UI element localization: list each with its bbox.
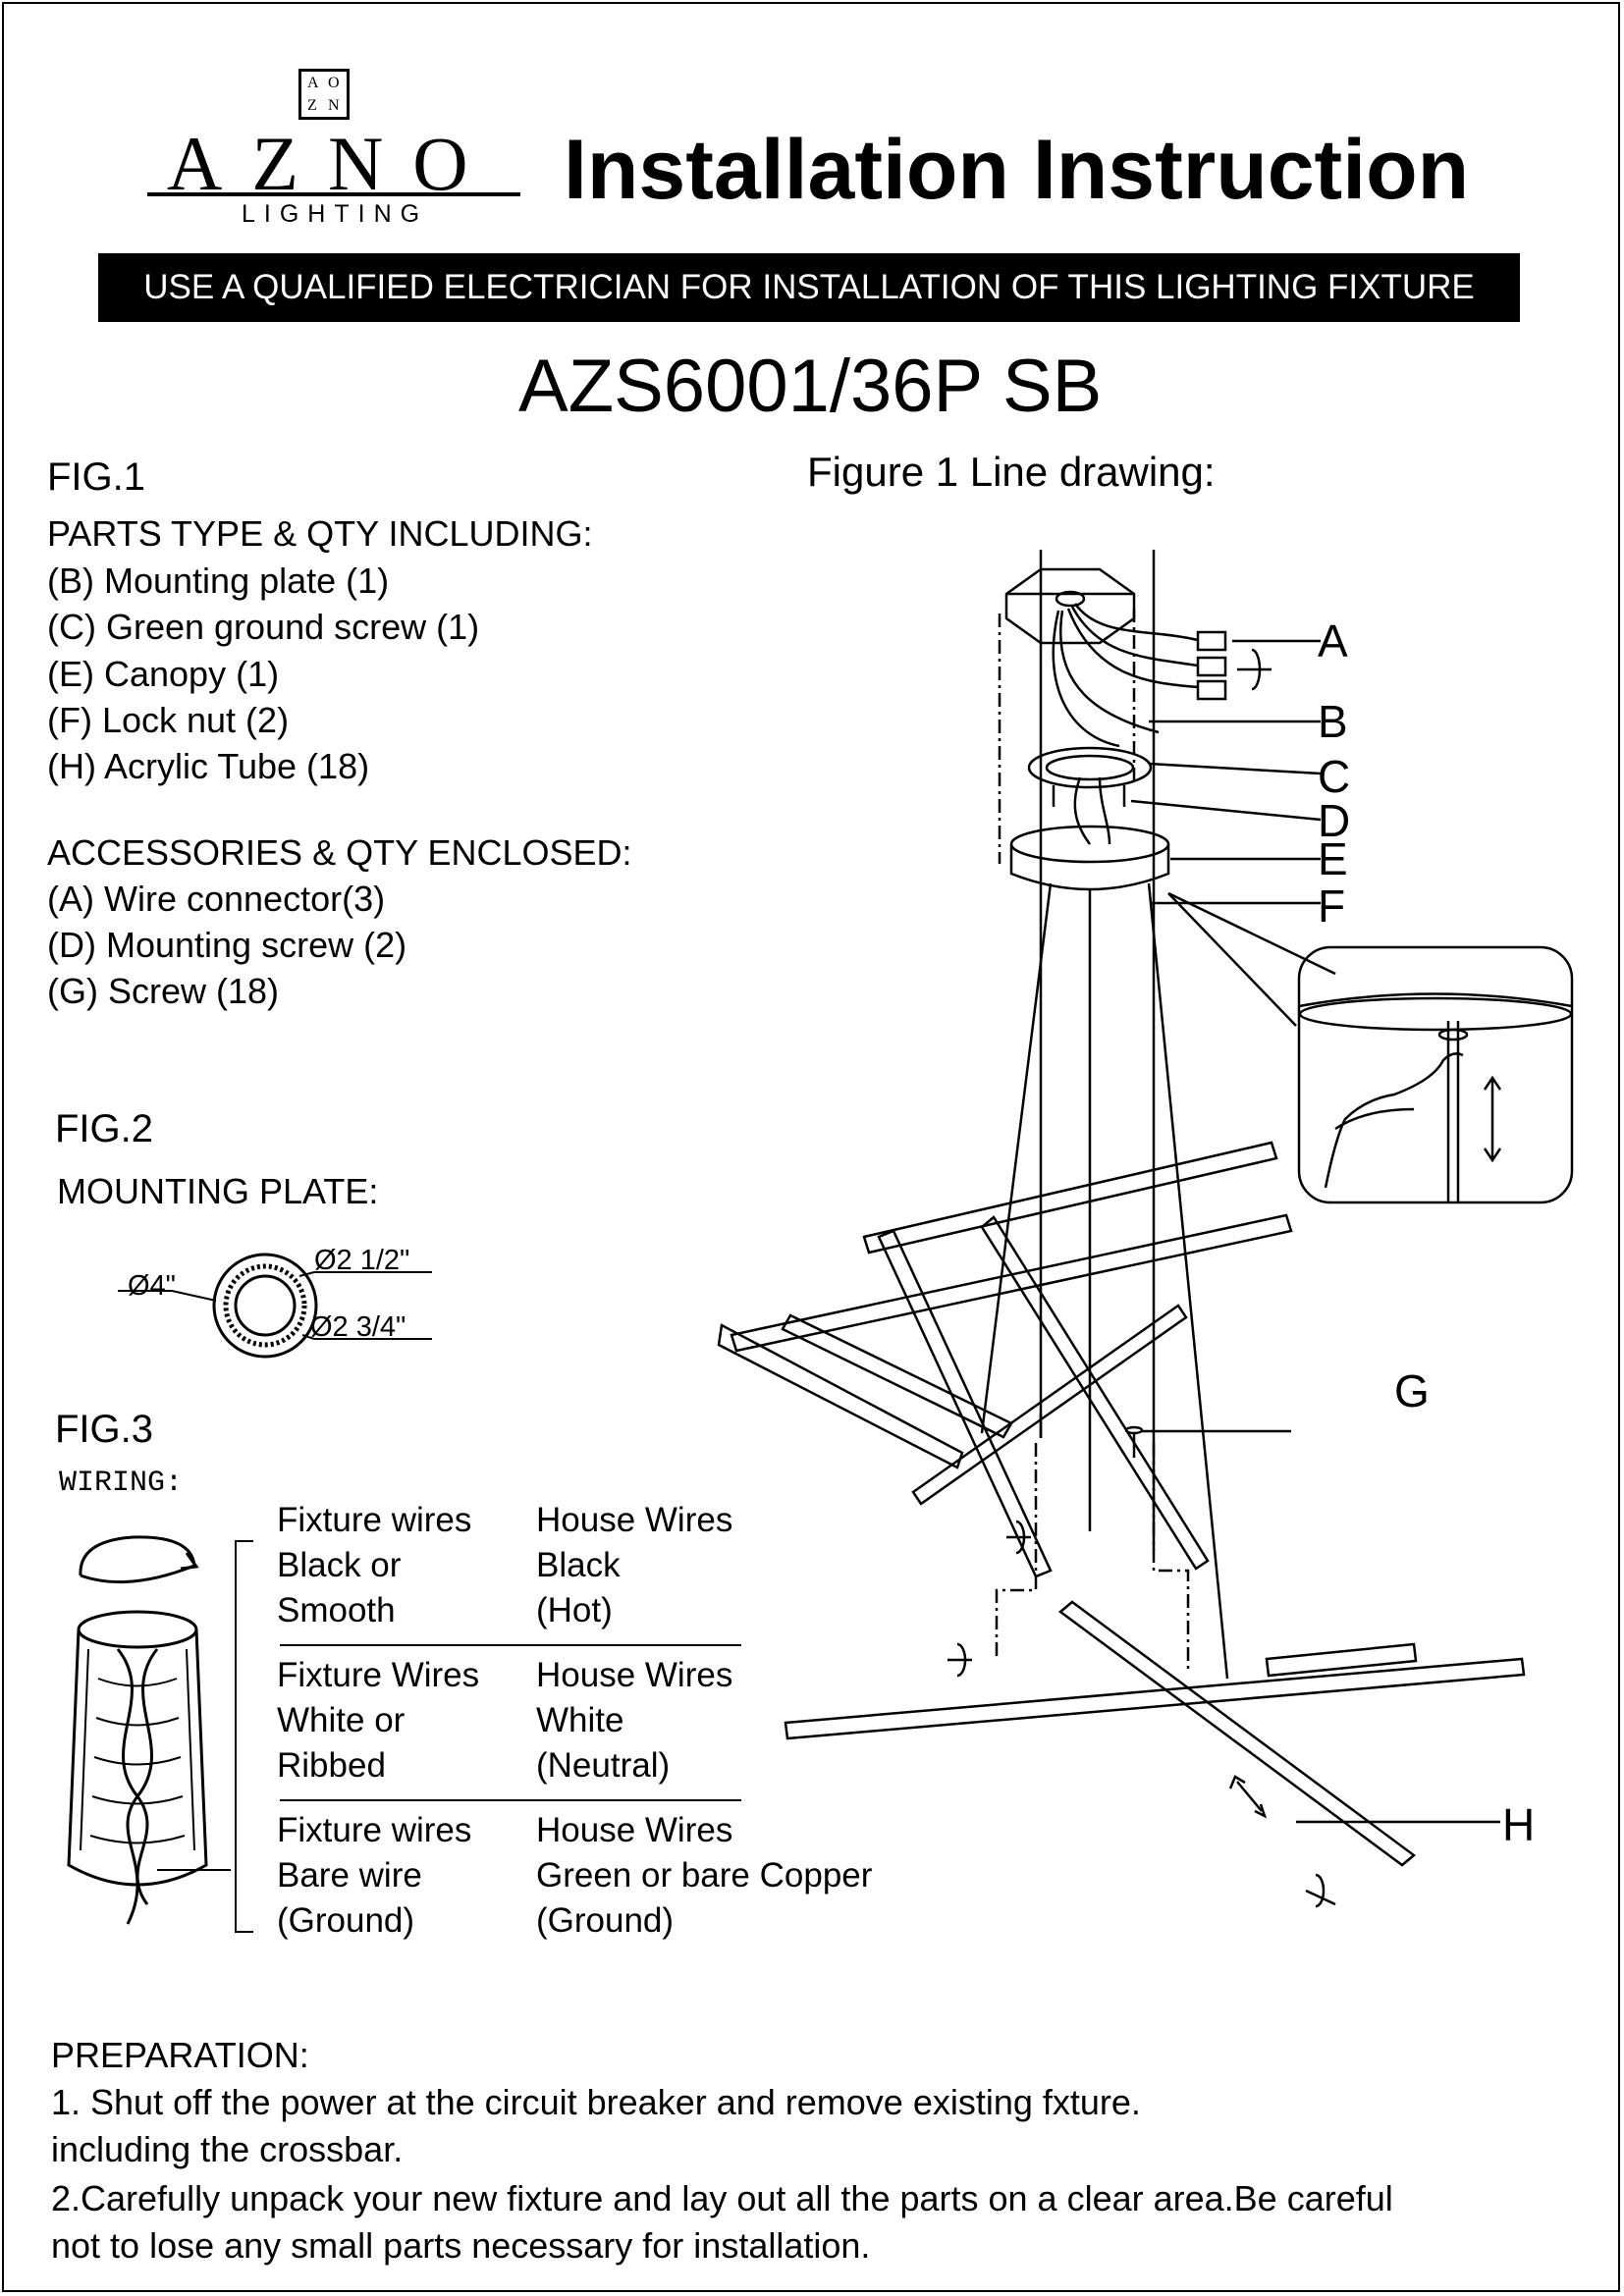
preparation-line: including the crossbar. — [51, 2129, 404, 2169]
wire-twist-diagram — [67, 1535, 231, 1925]
page-title: Installation Instruction — [564, 123, 1470, 217]
accessories-list-item: (G) Screw (18) — [47, 971, 280, 1011]
safety-banner: USE A QUALIFIED ELECTRICIAN FOR INSTALLA… — [98, 253, 1520, 322]
dim-middle-label: Ø2 3/4" — [310, 1311, 406, 1343]
accessories-list-item: (A) Wire connector(3) — [47, 879, 386, 919]
wiring-fixture-cell: Fixture wires Black or Smooth — [277, 1501, 472, 1629]
preparation-line: 1. Shut off the power at the circuit bre… — [51, 2082, 1141, 2122]
parts-list-item: (C) Green ground screw (1) — [47, 607, 480, 647]
logo-letter: A — [307, 75, 319, 91]
parts-list-item: (H) Acrylic Tube (18) — [47, 746, 370, 786]
dim-outer-label: Ø4" — [128, 1270, 176, 1302]
wiring-table-lines — [235, 1540, 741, 1933]
brand-underline — [147, 192, 520, 196]
parts-list-item: (E) Canopy (1) — [47, 654, 280, 694]
fig2-heading: MOUNTING PLATE: — [57, 1171, 379, 1211]
wiring-fixture-cell: Fixture Wires White or Ribbed — [277, 1656, 480, 1785]
callout-letter: H — [1502, 1799, 1536, 1850]
wiring-house-cell: House Wires Black (Hot) — [536, 1501, 733, 1629]
logo-mark-icon: A O Z N — [298, 69, 350, 120]
callout-letter: D — [1318, 795, 1351, 846]
fig1-drawing-title: Figure 1 Line drawing: — [807, 449, 1216, 495]
fixture-line-drawing — [717, 550, 1574, 1908]
fig2-label: FIG.2 — [55, 1107, 154, 1150]
accessories-list-item: (D) Mounting screw (2) — [47, 925, 407, 965]
wiring-house-cell: House Wires Green or bare Copper (Ground… — [536, 1811, 873, 1940]
logo-letter: Z — [307, 97, 317, 114]
callout-letter: E — [1318, 833, 1348, 884]
logo-letter: O — [328, 75, 340, 91]
brand-subtitle: LIGHTING — [242, 200, 429, 228]
parts-list-item: (B) Mounting plate (1) — [47, 561, 390, 601]
preparation-heading: PREPARATION: — [51, 2035, 309, 2075]
callout-letter: A — [1318, 615, 1348, 667]
model-number: AZS6001/36P SB — [518, 345, 1103, 428]
logo-letter: N — [328, 97, 340, 114]
wiring-heading: WIRING: — [59, 1467, 184, 1500]
fig1-label: FIG.1 — [47, 455, 146, 499]
fig3-label: FIG.3 — [55, 1408, 154, 1451]
parts-list-item: (F) Lock nut (2) — [47, 700, 290, 740]
brand-name: AZNO — [167, 121, 498, 206]
preparation-line: not to lose any small parts necessary fo… — [51, 2225, 871, 2266]
callout-letter: F — [1318, 881, 1346, 932]
wiring-house-cell: House Wires White (Neutral) — [536, 1656, 733, 1785]
wiring-fixture-cell: Fixture wires Bare wire (Ground) — [277, 1811, 472, 1940]
dim-inner-label: Ø2 1/2" — [314, 1245, 410, 1276]
callout-letter: B — [1318, 696, 1348, 747]
accessories-heading: ACCESSORIES & QTY ENCLOSED: — [47, 832, 632, 873]
callout-letter: G — [1394, 1365, 1430, 1416]
mounting-plate-diagram — [118, 1253, 432, 1359]
preparation-line: 2.Carefully unpack your new fixture and … — [51, 2178, 1393, 2218]
parts-heading: PARTS TYPE & QTY INCLUDING: — [47, 513, 593, 554]
callout-letter: C — [1318, 751, 1351, 802]
